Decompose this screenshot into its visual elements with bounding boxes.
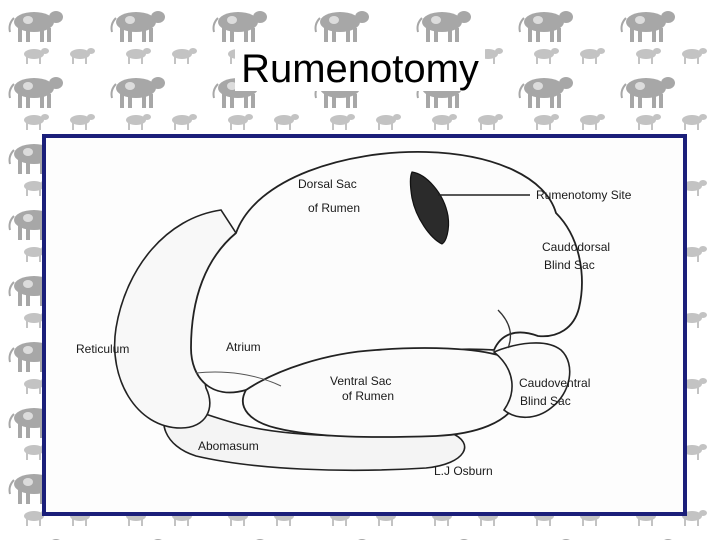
slide-title-text: Rumenotomy [235,47,485,91]
label-abomasum: Abomasum [198,439,259,453]
dorsal-ventral-groove [195,371,282,387]
rumenotomy-incision [409,171,450,245]
label-caudodorsal-1: Caudodorsal [542,240,610,254]
rumen-diagram: Dorsal Sac of Rumen Rumenotomy Site Caud… [76,151,632,478]
label-reticulum: Reticulum [76,342,129,356]
label-dorsal-sac-2: of Rumen [308,201,360,215]
label-atrium: Atrium [226,340,261,354]
label-caudodorsal-2: Blind Sac [544,258,595,272]
illustrator-signature: L.J Osburn [434,464,493,478]
label-dorsal-sac-1: Dorsal Sac [298,177,357,191]
label-ventral-sac-2: of Rumen [342,389,394,403]
slide-title: Rumenotomy [0,44,720,94]
abomasum-shape [162,402,466,472]
caudodorsal-fold [497,309,512,349]
dorsal-sac-shape [190,151,583,394]
label-rumenotomy-site: Rumenotomy Site [536,188,632,202]
label-caudoventral-2: Blind Sac [520,394,571,408]
label-ventral-sac-1: Ventral Sac [330,374,391,388]
caudoventral-blind-sac-shape [492,342,571,419]
label-caudoventral-1: Caudoventral [519,376,590,390]
rumen-diagram-frame: Dorsal Sac of Rumen Rumenotomy Site Caud… [42,134,687,516]
